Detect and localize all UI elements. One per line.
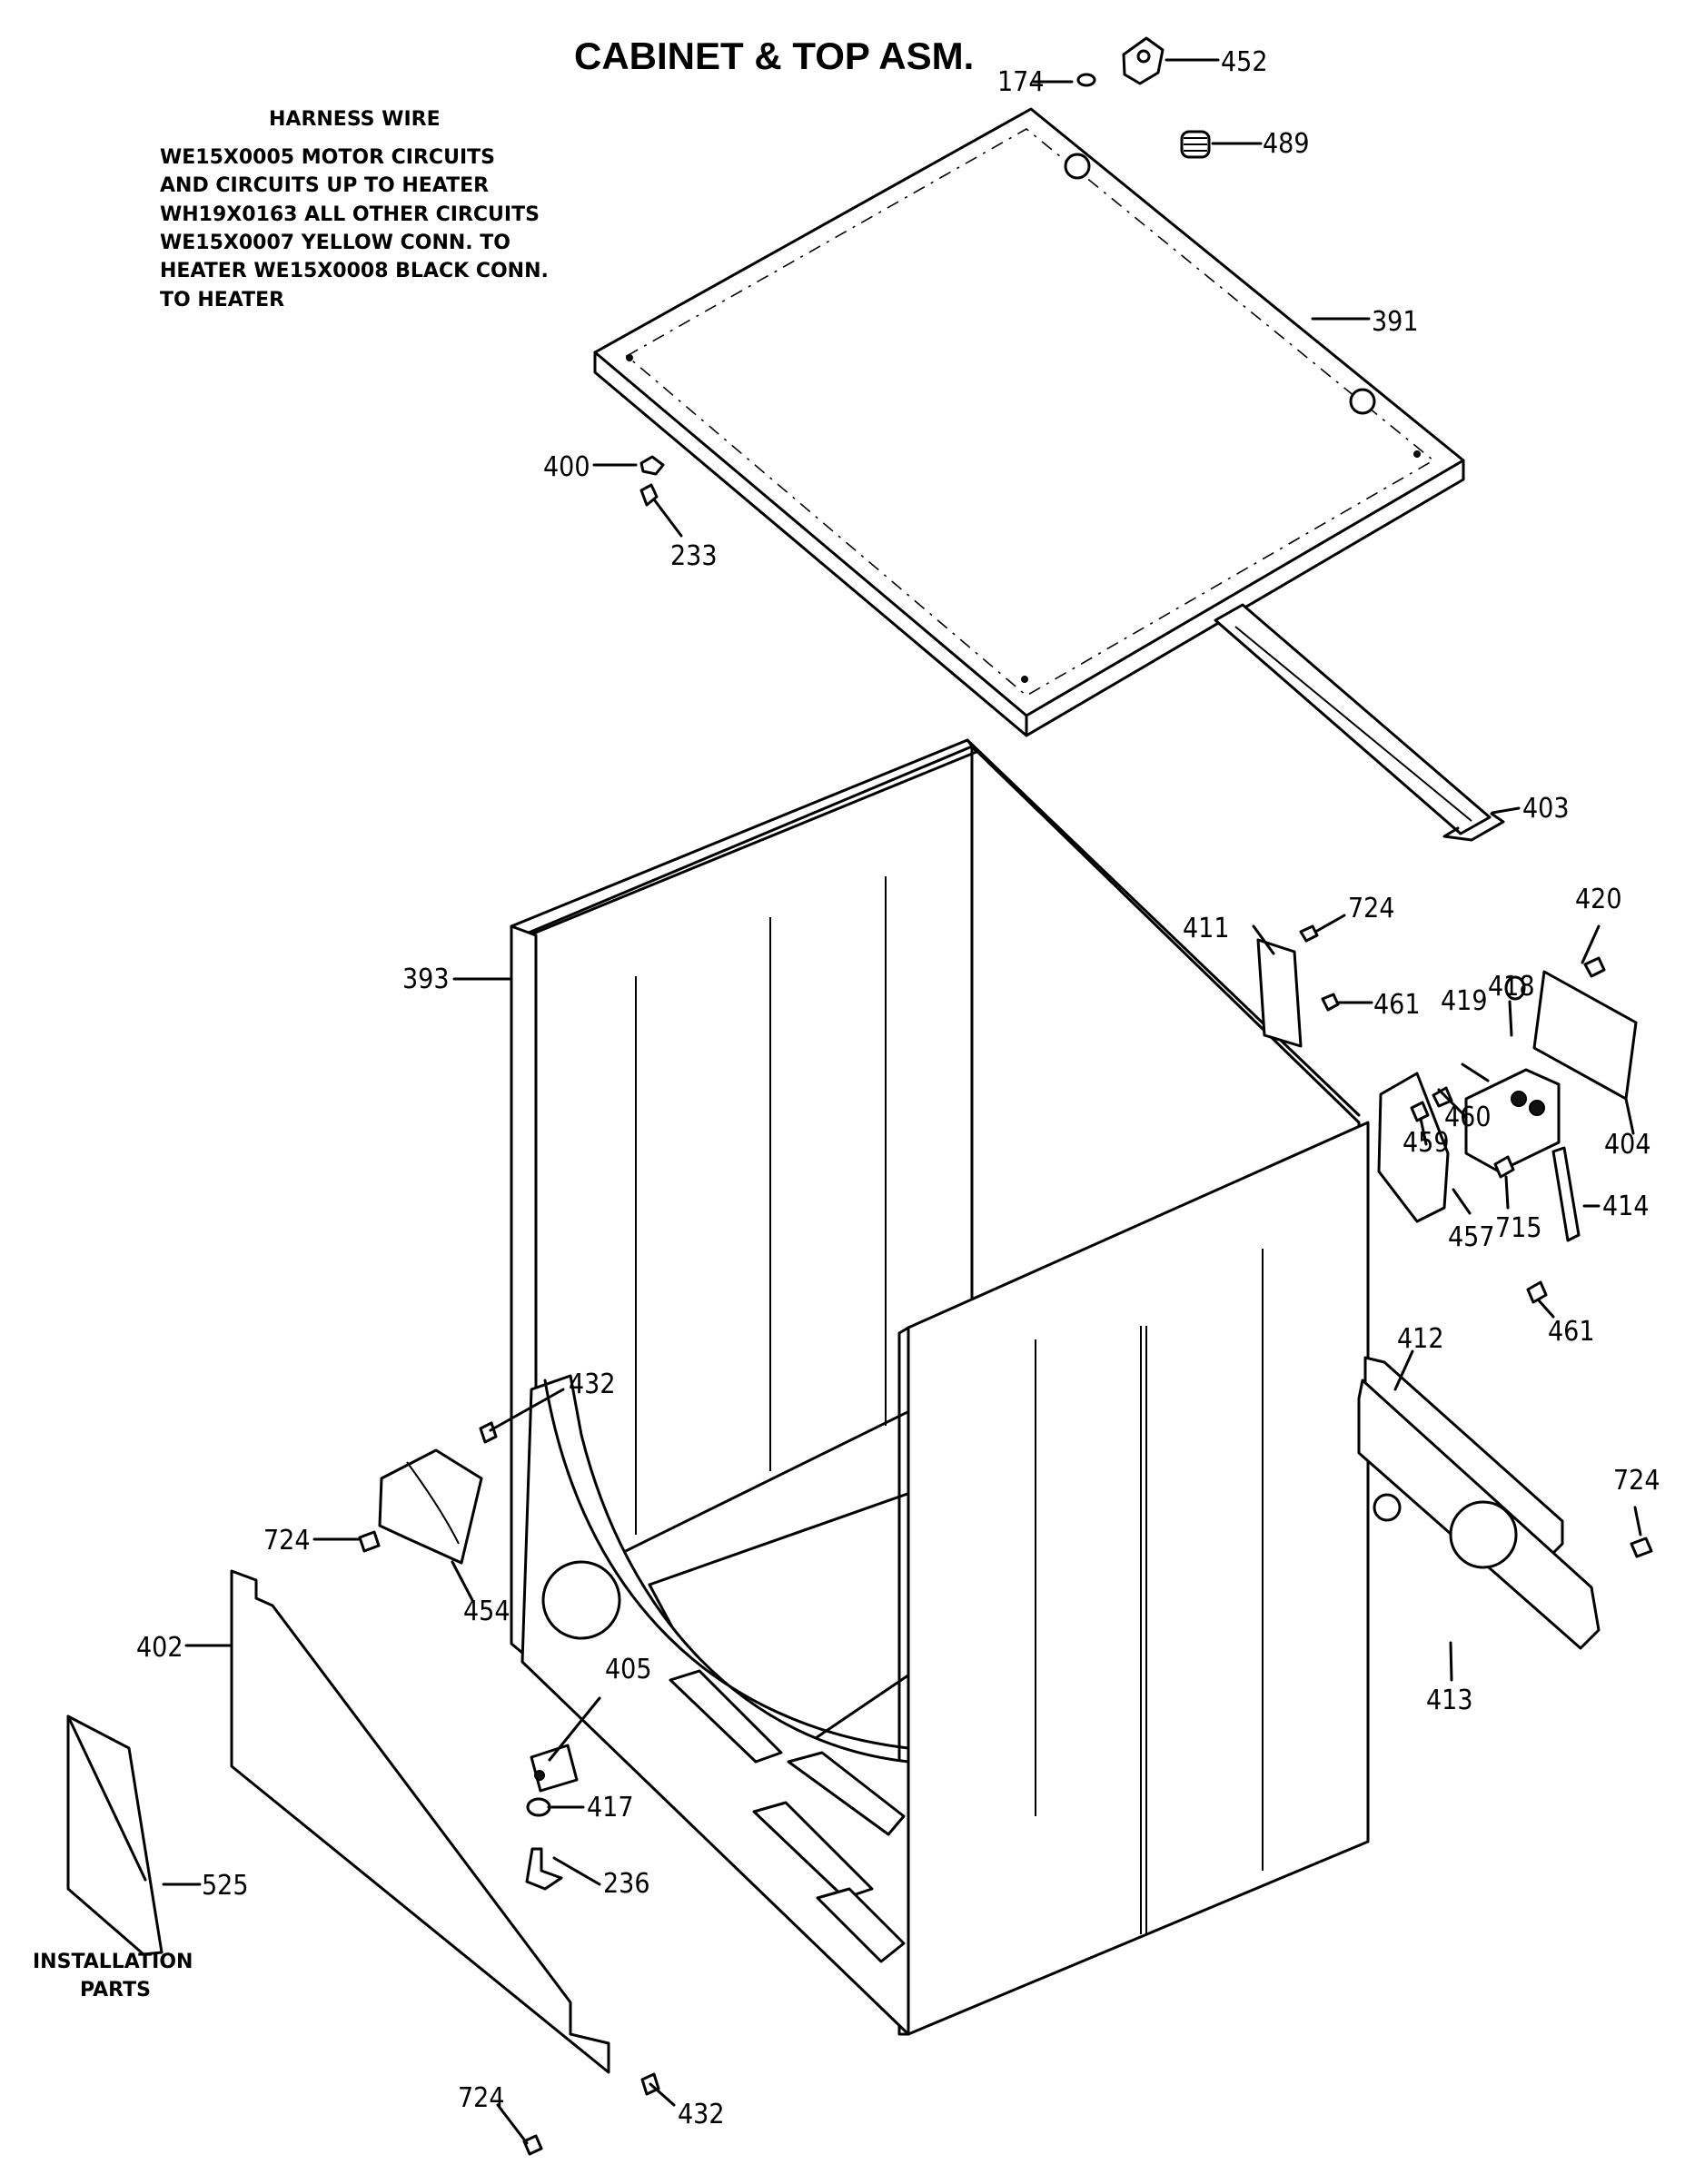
part-label-459: 459	[1403, 1127, 1450, 1159]
note-line-1: HARNESS WIRE	[269, 108, 441, 131]
part-label-414: 414	[1602, 1191, 1650, 1222]
note-line-5: WE15X0007 YELLOW CONN. TO	[160, 232, 510, 254]
part-label-454: 454	[463, 1596, 510, 1627]
part-label-724-bottom: 724	[458, 2082, 505, 2114]
note-line-6: HEATER WE15X0008 BLACK CONN.	[160, 260, 549, 282]
part-label-405: 405	[605, 1654, 652, 1685]
cabinet-body	[510, 738, 1370, 2036]
part-label-420: 420	[1575, 884, 1622, 915]
note-line-7: TO HEATER	[160, 289, 284, 311]
part-label-393: 393	[402, 964, 450, 995]
diagram-title: CABINET & TOP ASM.	[574, 35, 974, 77]
part-label-411: 411	[1183, 913, 1230, 944]
part-label-715: 715	[1495, 1212, 1542, 1244]
wire-harness-strip	[1214, 603, 1505, 842]
part-label-724-top: 724	[1348, 893, 1395, 924]
part-label-233: 233	[670, 540, 718, 572]
part-label-461-top: 461	[1373, 989, 1421, 1021]
harness-wire-notes: HARNESS WIRE WE15X0005 MOTOR CIRCUITS AN…	[160, 108, 549, 311]
part-label-400: 400	[543, 451, 590, 483]
installation-label-line-1: INSTALLATION	[33, 1951, 193, 1973]
part-label-403: 403	[1522, 793, 1570, 825]
hardware-right-cluster	[1256, 924, 1653, 1650]
part-label-418: 418	[1488, 971, 1535, 1003]
part-label-402: 402	[136, 1632, 183, 1664]
part-label-413: 413	[1426, 1685, 1473, 1716]
part-label-724-right: 724	[1613, 1465, 1660, 1497]
part-label-417: 417	[587, 1792, 634, 1823]
part-label-461-bottom: 461	[1548, 1316, 1595, 1348]
part-label-174: 174	[997, 66, 1045, 98]
part-number-labels: 174 452 489 391 400 233 403 393 411 724 …	[136, 46, 1660, 2130]
part-label-460: 460	[1444, 1102, 1492, 1133]
note-line-2: WE15X0005 MOTOR CIRCUITS	[160, 146, 495, 169]
part-label-489: 489	[1263, 128, 1310, 160]
installation-label-line-2: PARTS	[80, 1979, 151, 2001]
note-line-3: AND CIRCUITS UP TO HEATER	[160, 174, 489, 197]
note-line-4: WH19X0163 ALL OTHER CIRCUITS	[160, 203, 540, 226]
hardware-left-front	[66, 1421, 660, 2156]
part-label-457: 457	[1448, 1221, 1495, 1253]
top-panel	[593, 107, 1465, 737]
part-label-432-top: 432	[569, 1369, 616, 1400]
part-label-419: 419	[1441, 985, 1488, 1017]
part-label-432-bottom: 432	[678, 2099, 725, 2130]
part-label-404: 404	[1604, 1129, 1651, 1161]
part-label-391: 391	[1372, 306, 1419, 338]
leader-lines	[162, 58, 1642, 2145]
installation-parts-label: INSTALLATION PARTS	[33, 1951, 193, 2001]
part-label-724-left: 724	[263, 1525, 311, 1556]
part-label-412: 412	[1397, 1323, 1444, 1355]
part-label-236: 236	[603, 1868, 650, 1900]
part-label-525: 525	[202, 1870, 249, 1902]
hardware-top	[639, 36, 1211, 507]
part-label-452: 452	[1221, 46, 1268, 78]
